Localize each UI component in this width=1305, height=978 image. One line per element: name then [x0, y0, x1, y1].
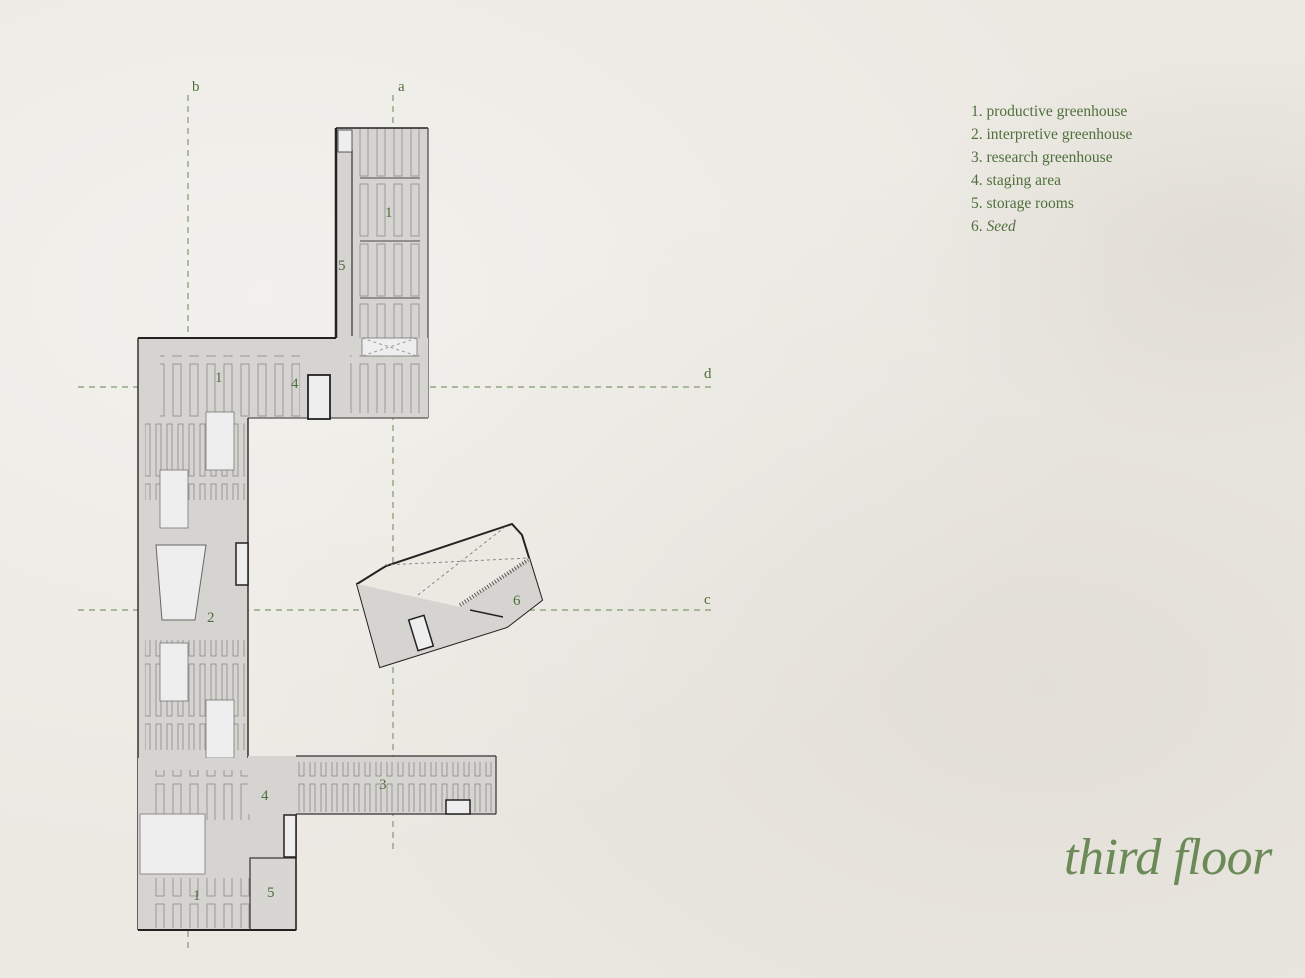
room-label-south-1: 1 [193, 888, 201, 904]
room-label-north-5: 5 [338, 258, 346, 274]
legend-item: 2. interpretive greenhouse [971, 126, 1133, 143]
legend-item: 3. research greenhouse [971, 149, 1113, 166]
legend-item: 6. Seed [971, 218, 1016, 235]
west-wing [137, 338, 249, 930]
north-wing [334, 127, 429, 418]
room-label-south-3: 3 [379, 777, 387, 793]
room-label-south-5: 5 [267, 885, 275, 901]
room-label-south-4: 4 [261, 788, 269, 804]
section-label-b: b [192, 79, 200, 95]
room-label-cross-4: 4 [291, 376, 299, 392]
section-label-a: a [398, 79, 405, 95]
room-label-cross-1: 1 [215, 370, 223, 386]
room-label-north-1: 1 [385, 205, 393, 221]
room-label-west-2: 2 [207, 610, 215, 626]
page-title: third floor [1064, 829, 1272, 886]
legend-item: 1. productive greenhouse [971, 103, 1128, 120]
research-wing [248, 755, 497, 858]
seed-pavilion [355, 522, 544, 669]
south-block [138, 758, 297, 931]
legend-item: 5. storage rooms [971, 195, 1074, 212]
section-label-d: d [704, 366, 712, 382]
section-label-c: c [704, 592, 711, 608]
room-label-seed-6: 6 [513, 593, 521, 609]
legend: 1. productive greenhouse 2. interpretive… [971, 100, 1132, 238]
legend-item: 4. staging area [971, 172, 1061, 189]
cross-wing [138, 337, 428, 420]
